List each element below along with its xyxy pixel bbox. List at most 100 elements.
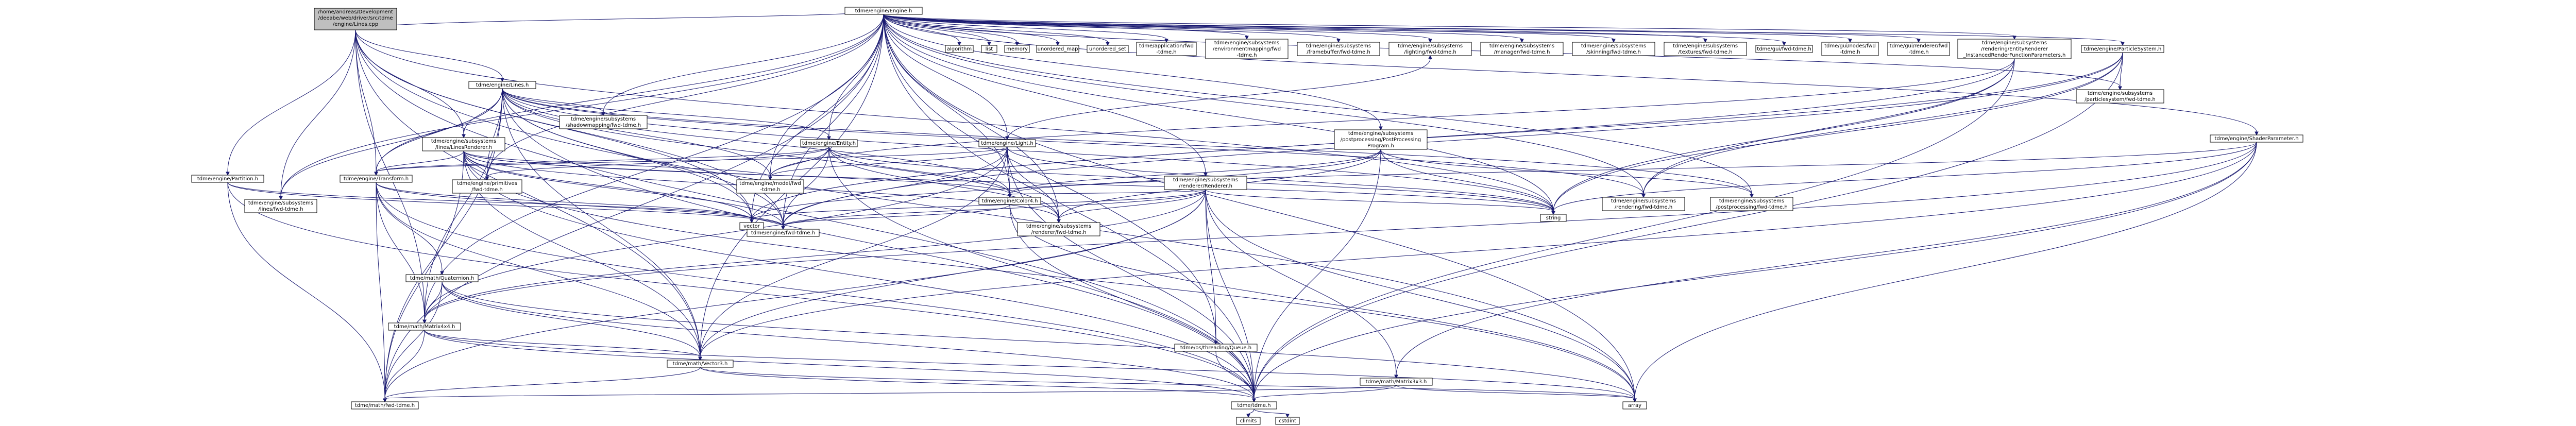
edge-engine-to-matrix4 — [422, 14, 884, 324]
node-tdmeh[interactable]: tdme/tdme.h — [1231, 401, 1277, 410]
node-umap[interactable]: unordered_map — [1036, 45, 1079, 53]
edge-light-to-lightingfwd — [1007, 55, 1432, 140]
edge-renderer-to-array — [1205, 189, 1637, 403]
edge-vector3-to-array — [700, 367, 1637, 403]
node-engine[interactable]: tdme/engine/Engine.h — [844, 7, 923, 15]
edge-engine-to-texturesfwd — [883, 14, 1707, 43]
node-renderer[interactable]: tdme/engine/subsystems/renderer/Renderer… — [1164, 176, 1247, 190]
node-light[interactable]: tdme/engine/Light.h — [978, 139, 1036, 147]
node-label-line: tdme/engine/subsystems — [1214, 40, 1279, 46]
node-uset[interactable]: unordered_set — [1087, 45, 1129, 53]
edge-engine-to-modelfwd — [768, 14, 884, 181]
node-box — [1664, 42, 1747, 56]
node-shaderparam[interactable]: tdme/engine/ShaderParameter.h — [2210, 134, 2303, 143]
edge-lines-to-vector3 — [502, 88, 702, 361]
node-label-line: -tdme.h — [1156, 49, 1176, 55]
node-renderingfwd[interactable]: tdme/engine/subsystems/rendering/fwd-tdm… — [1602, 197, 1685, 211]
node-label-line: tdme/engine/Engine.h — [855, 8, 912, 14]
edge-renderer-to-vector — [750, 189, 1206, 224]
node-managerfwd[interactable]: tdme/engine/subsystems/manager/fwd-tdme.… — [1480, 42, 1564, 56]
node-cstdint[interactable]: cstdint — [1275, 417, 1300, 425]
node-guifwd[interactable]: tdme/gui/fwd-tdme.h — [1755, 45, 1813, 53]
node-box — [736, 179, 804, 194]
node-box — [1480, 42, 1564, 56]
edge-engine-to-primfwd — [485, 14, 884, 181]
node-label-line: tdme/math/Matrix4x4.h — [394, 324, 455, 330]
node-envfwd[interactable]: tdme/engine/subsystems/environmentmappin… — [1205, 39, 1289, 59]
node-entity[interactable]: tdme/engine/Entity.h — [800, 139, 858, 147]
edge-color4-to-enginefwd — [781, 204, 1010, 230]
node-memory[interactable]: memory — [1004, 45, 1030, 53]
node-guirendfwd[interactable]: tdme/gui/renderer/fwd-tdme.h — [1887, 42, 1950, 56]
node-box — [340, 175, 413, 183]
node-vector[interactable]: vector — [739, 222, 764, 230]
node-list[interactable]: list — [981, 45, 997, 53]
node-rendererfwd[interactable]: tdme/engine/subsystems/renderer/fwd-tdme… — [1017, 222, 1100, 236]
node-particlefwd[interactable]: tdme/engine/subsystems/particlesystem/fw… — [2076, 89, 2164, 104]
node-matrix4[interactable]: tdme/math/Matrix4x4.h — [388, 322, 461, 331]
node-label-line: algorithm — [947, 46, 972, 52]
node-partition[interactable]: tdme/engine/Partition.h — [191, 175, 264, 183]
edge-vector3-to-mathfwd — [383, 367, 701, 403]
node-vector3[interactable]: tdme/math/Vector3.h — [667, 360, 734, 368]
node-label-line: tdme/application/fwd — [1139, 43, 1194, 49]
node-box — [351, 401, 419, 410]
edge-tdmeh-to-climits — [1246, 408, 1255, 418]
node-ppfwd[interactable]: tdme/engine/subsystems/postprocessing/fw… — [1710, 197, 1793, 211]
node-box — [1087, 45, 1129, 53]
node-label-line: tdme/engine/subsystems — [1982, 40, 2047, 46]
node-label-line: tdme/math/Vector3.h — [673, 361, 728, 367]
node-mathfwd[interactable]: tdme/math/fwd-tdme.h — [351, 401, 419, 410]
node-postproc[interactable]: tdme/engine/subsystems/postprocessing/Po… — [1334, 129, 1428, 150]
edge-matrix4-to-vector3 — [424, 330, 702, 361]
edge-vector3-to-tdmeh — [700, 367, 1256, 403]
node-box — [1334, 129, 1428, 150]
node-appfwd[interactable]: tdme/application/fwd-tdme.h — [1136, 42, 1197, 56]
node-string[interactable]: string — [1540, 214, 1567, 222]
node-enginefwd[interactable]: tdme/engine/fwd-tdme.h — [747, 229, 820, 237]
node-box — [1275, 417, 1300, 425]
edge-lines-to-string — [502, 88, 1555, 215]
node-guinodesfwd[interactable]: tdme/gui/nodes/fwd-tdme.h — [1821, 42, 1879, 56]
edge-transform-to-quaternion — [376, 182, 444, 276]
node-transform[interactable]: tdme/engine/Transform.h — [340, 175, 413, 183]
node-queue[interactable]: tdme/os/threading/Queue.h — [1174, 344, 1258, 352]
node-label-line: /postprocessing/fwd-tdme.h — [1716, 205, 1787, 210]
node-lightrend[interactable]: tdme/engine/subsystems/lines/fwd-tdme.h — [244, 199, 317, 213]
node-framebufwd[interactable]: tdme/engine/subsystems/framebuffer/fwd-t… — [1297, 42, 1380, 56]
node-box — [1540, 214, 1567, 222]
node-skinningfwd[interactable]: tdme/engine/subsystems/skinning/fwd-tdme… — [1572, 42, 1655, 56]
node-lrenderer[interactable]: tdme/engine/subsystems/lines/LinesRender… — [422, 137, 505, 151]
node-matrix3[interactable]: tdme/math/Matrix3x3.h — [1360, 378, 1433, 386]
node-box — [945, 45, 974, 53]
edge-renderer-to-enginefwd — [781, 189, 1206, 230]
node-entityrend[interactable]: tdme/engine/subsystems/rendering/EntityR… — [1957, 39, 2072, 59]
node-texturesfwd[interactable]: tdme/engine/subsystems/textures/fwd-tdme… — [1664, 42, 1747, 56]
node-label-line: tdme/os/threading/Queue.h — [1180, 345, 1251, 351]
node-modelfwd[interactable]: tdme/engine/model/fwd-tdme.h — [736, 179, 804, 194]
node-primfwd[interactable]: tdme/engine/primitives/fwd-tdme.h — [452, 179, 522, 194]
node-root[interactable]: /home/andreas/Development/deeabe/web/dri… — [314, 8, 397, 30]
edge-engine-to-entityrend — [883, 14, 2016, 40]
edge-entityrend-to-renderingfwd — [1641, 58, 2015, 198]
node-box — [981, 45, 997, 53]
node-partsys[interactable]: tdme/engine/ParticleSystem.h — [2081, 45, 2164, 53]
edge-transform-to-mathfwd — [376, 182, 387, 403]
node-algorithm[interactable]: algorithm — [945, 45, 974, 53]
edge-engine-to-lightingfwd — [883, 14, 1432, 43]
node-color4[interactable]: tdme/engine/Color4.h — [978, 197, 1041, 205]
node-box — [1572, 42, 1655, 56]
node-array[interactable]: array — [1622, 401, 1647, 410]
node-label-line: /lines/fwd-tdme.h — [258, 207, 303, 212]
node-lines[interactable]: tdme/engine/Lines.h — [468, 81, 536, 89]
node-box — [1017, 222, 1100, 236]
node-label-line: tdme/engine/Color4.h — [982, 198, 1038, 204]
node-climits[interactable]: climits — [1236, 417, 1261, 425]
node-label-line: -tdme.h — [1236, 53, 1257, 58]
node-quaternion[interactable]: tdme/math/Quaternion.h — [405, 274, 479, 282]
edge-lines-to-matrix4 — [422, 88, 503, 324]
node-lightingfwd[interactable]: tdme/engine/subsystems/lighting/fwd-tdme… — [1388, 42, 1472, 56]
edge-partition-to-mathfwd — [227, 182, 387, 403]
node-shadowfwd[interactable]: tdme/engine/subsystems/shadowmapping/fwd… — [559, 115, 648, 129]
